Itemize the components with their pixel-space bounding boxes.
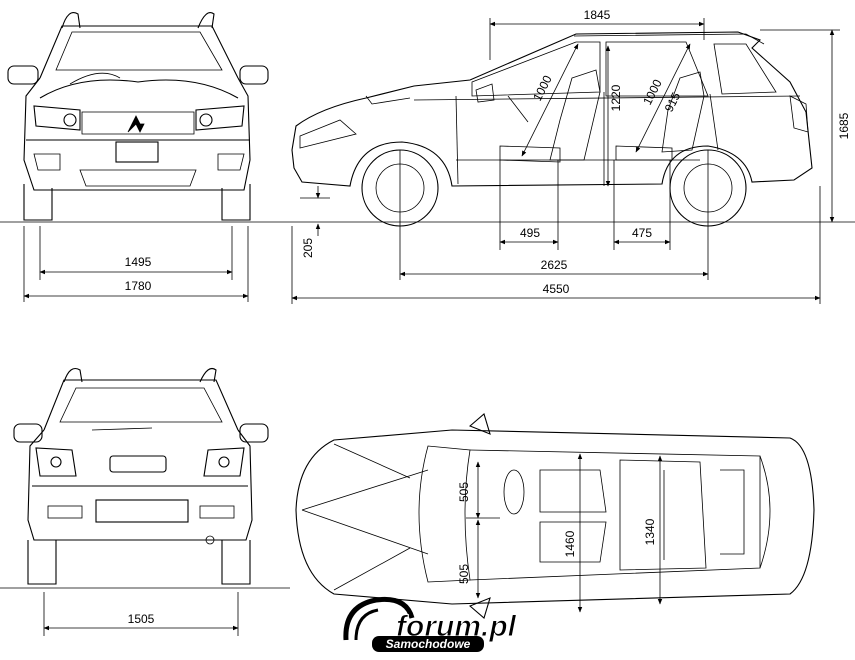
- dimension-front-shoulder-width: 1460: [563, 453, 583, 613]
- top-view: [295, 413, 815, 619]
- dimension-rear-track: 1505: [43, 592, 239, 636]
- front-view: [7, 12, 269, 221]
- dimension-overall-length: 4550: [291, 186, 821, 304]
- dimension-overall-height: 1685: [760, 29, 851, 223]
- dimension-ground-clearance: 205: [300, 186, 330, 258]
- overall-height-label: 1685: [837, 112, 851, 139]
- dimension-front-seat-width: 505: [457, 461, 500, 519]
- interior-height-label: 1220: [609, 84, 623, 111]
- dimension-front-track: 1495: [39, 226, 233, 280]
- dimension-front-headroom: 1000: [521, 43, 579, 157]
- ground-clearance-label: 205: [301, 238, 315, 258]
- front-legroom-label: 495: [520, 226, 540, 240]
- dimension-rear-headroom: 1000 915: [635, 43, 691, 153]
- front-track-label: 1495: [125, 255, 152, 269]
- overall-width-label: 1780: [125, 279, 152, 293]
- rear-track-label: 1505: [128, 612, 155, 626]
- rear-seat-width-label: 505: [457, 564, 471, 584]
- watermark-tagline: Samochodowe: [386, 637, 471, 651]
- dimension-roof-opening: 1845: [489, 8, 705, 60]
- front-shoulder-width-label: 1460: [563, 530, 577, 557]
- dimension-wheelbase: 2625: [399, 150, 709, 280]
- dimension-interior-height: 1220: [605, 45, 623, 187]
- dimension-rear-shoulder-width: 1340: [643, 455, 663, 605]
- dimension-rear-seat-width: 505: [457, 519, 481, 599]
- rear-shoulder-width-label: 1340: [643, 518, 657, 545]
- rear-view: [13, 367, 269, 585]
- rear-headroom-label: 1000: [640, 77, 665, 107]
- dimension-rear-legroom: 475: [613, 160, 671, 250]
- dimension-front-legroom: 495: [499, 160, 559, 250]
- side-view: [291, 31, 813, 227]
- rear-legroom-label: 475: [632, 226, 652, 240]
- watermark-logo: forum.pl Samochodowe: [343, 596, 517, 652]
- roof-opening-label: 1845: [584, 8, 611, 22]
- front-seat-width-label: 505: [457, 482, 471, 502]
- overall-length-label: 4550: [543, 282, 570, 296]
- dimension-overall-width: 1780: [23, 226, 249, 302]
- wheelbase-label: 2625: [541, 258, 568, 272]
